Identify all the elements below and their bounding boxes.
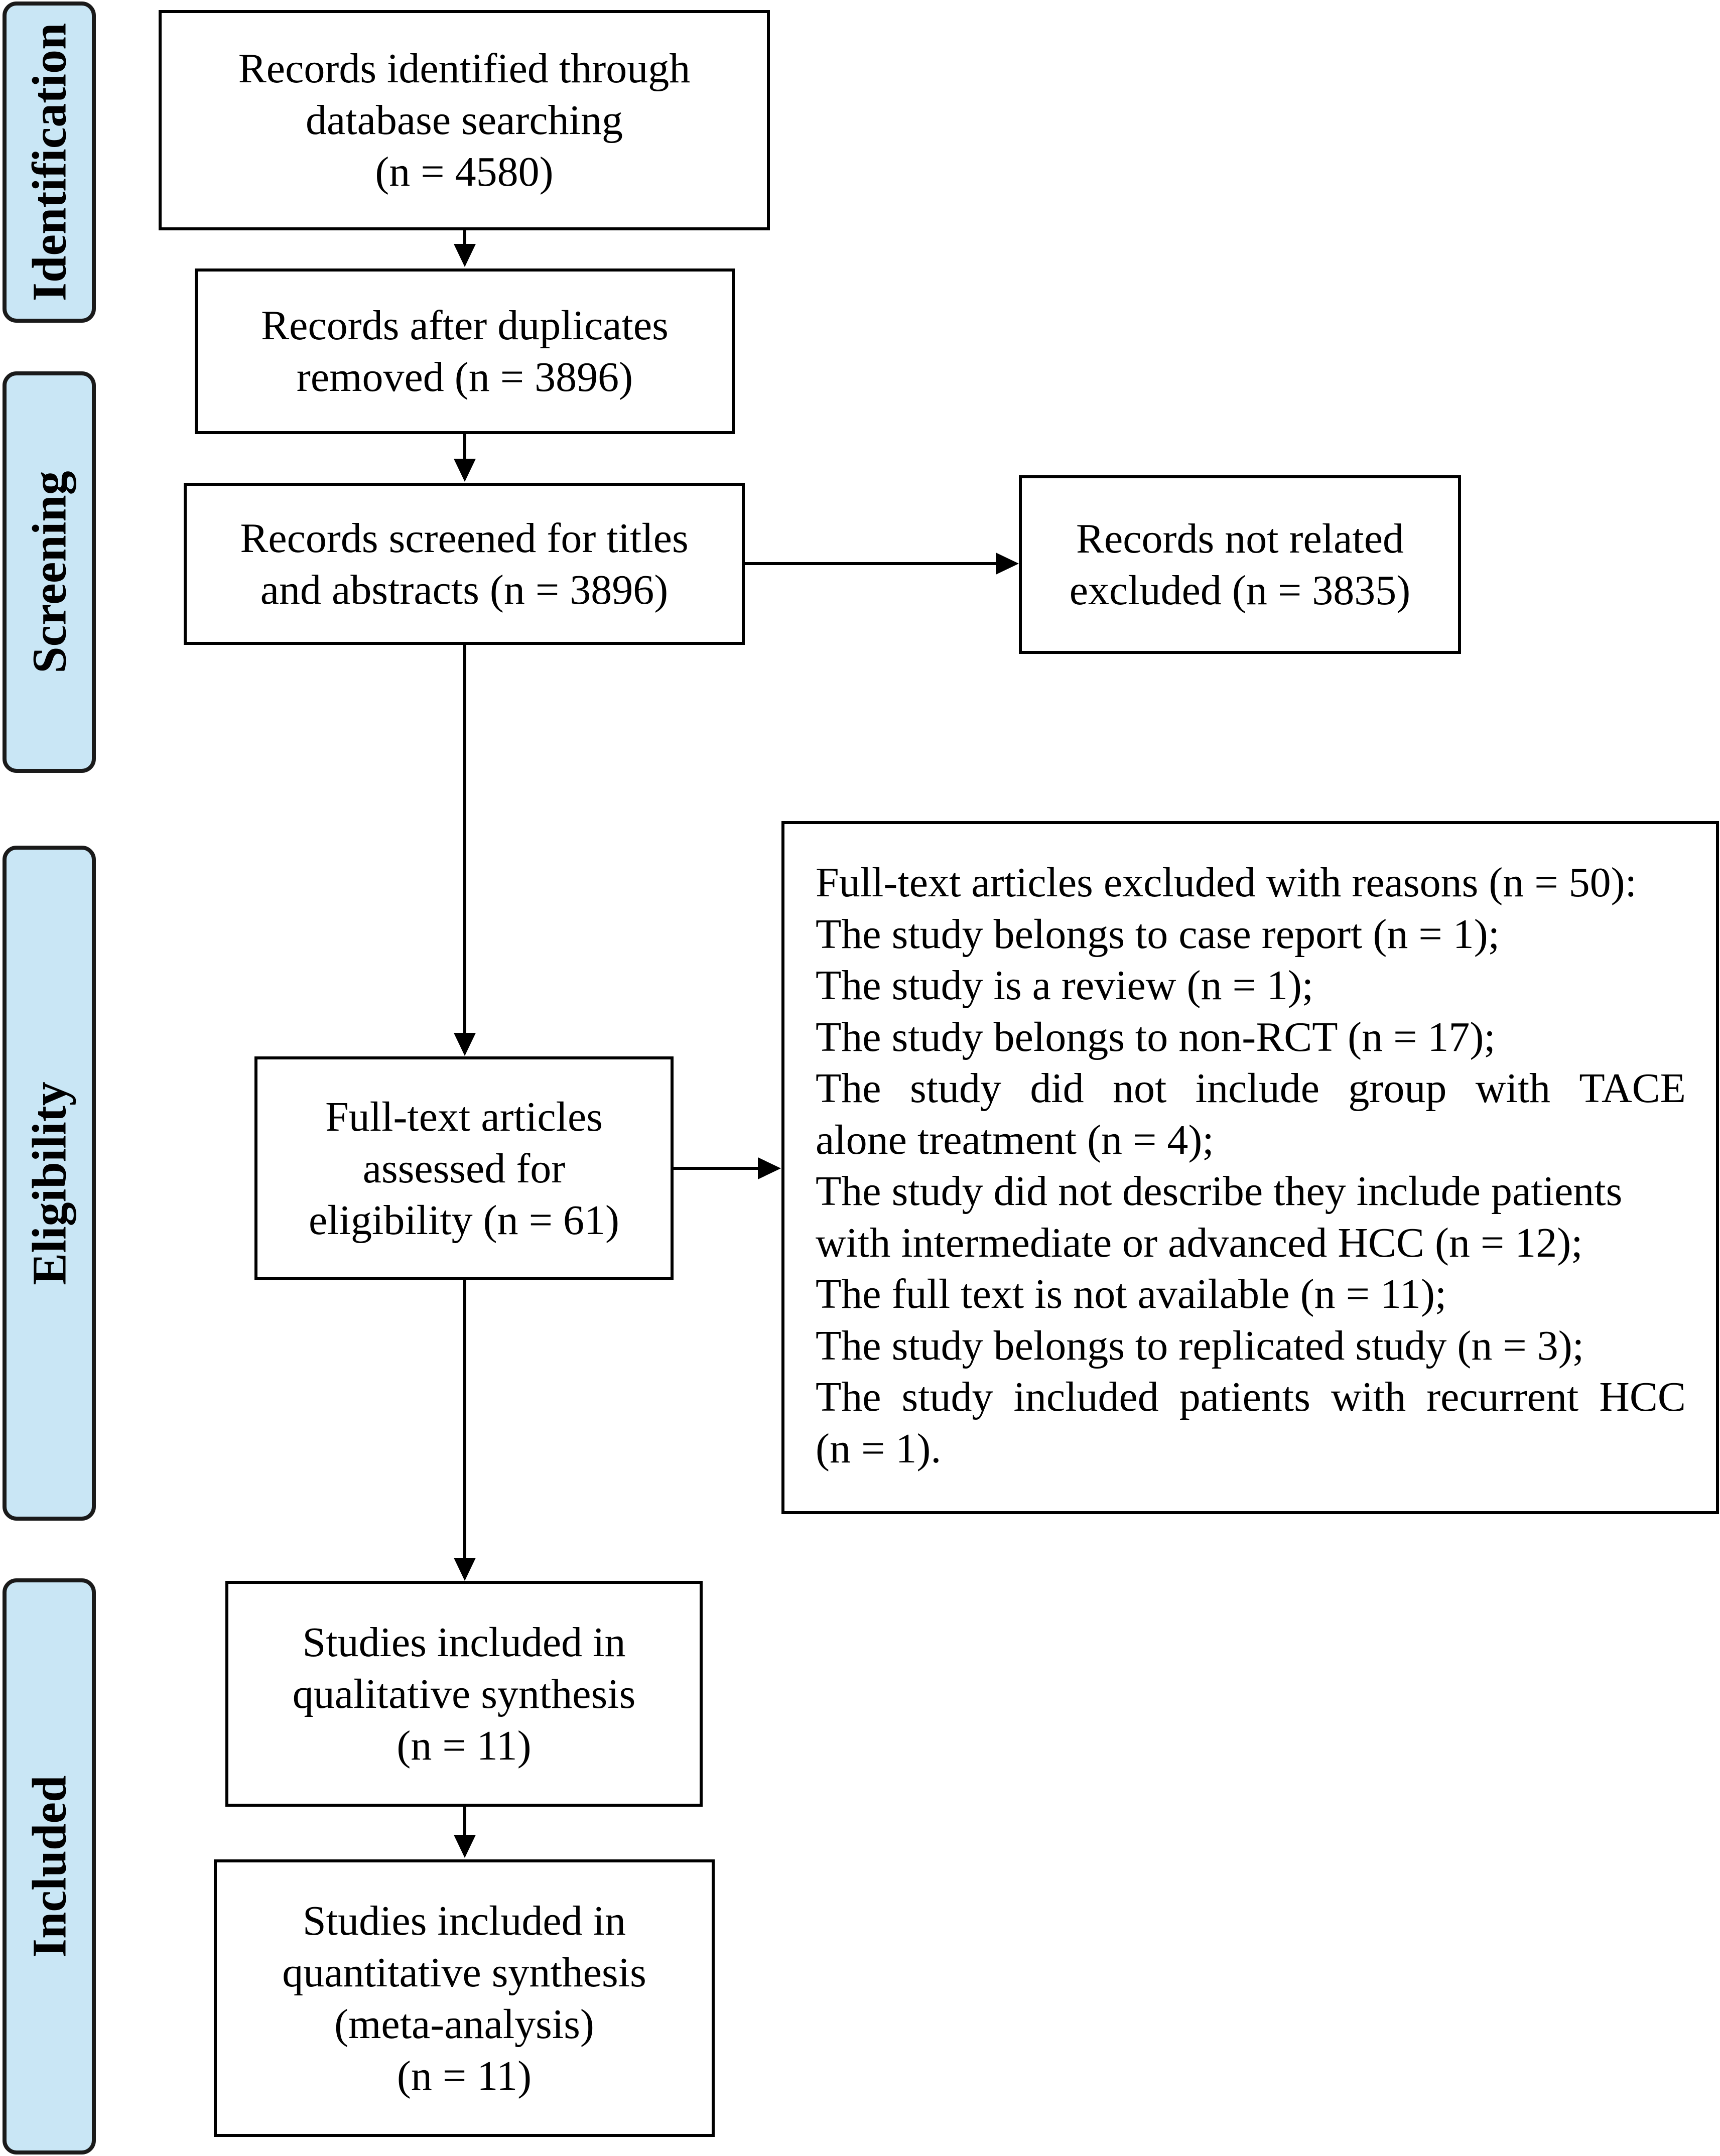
reason-line-justified: The study included patients with recurrent HCC (816, 1372, 1686, 1423)
box-line: Studies included in (302, 1619, 626, 1666)
phase-screening: Screening (3, 371, 96, 773)
reason-line: The study is a review (n = 1); (816, 962, 1314, 1009)
box-line: database searching (305, 97, 623, 144)
reason-word: include (1195, 1065, 1319, 1112)
reason-word: did (1030, 1065, 1084, 1112)
reason-word: with (1475, 1065, 1551, 1112)
reason-line: The study did not describe they include … (816, 1168, 1623, 1215)
reason-word: recurrent (1426, 1374, 1579, 1420)
box-line: qualitative synthesis (292, 1670, 636, 1717)
phase-included: Included (3, 1578, 96, 2154)
arrowhead (454, 1033, 476, 1056)
reason-line: with intermediate or advanced HCC (n = 1… (816, 1219, 1583, 1266)
box-qualitative-synthesis: Studies included in qualitative synthesi… (225, 1581, 703, 1807)
box-line: Studies included in (303, 1897, 626, 1944)
reason-line: (n = 1). (816, 1425, 942, 1472)
box-line: (n = 11) (396, 1722, 532, 1769)
phase-eligibility: Eligibility (3, 846, 96, 1521)
box-records-screened: Records screened for titles and abstract… (184, 483, 745, 645)
reason-line: The full text is not available (n = 11); (816, 1271, 1447, 1317)
box-line: Records identified through (238, 45, 691, 92)
reason-word: with (1331, 1374, 1406, 1420)
arrowhead (758, 1157, 781, 1179)
reason-word: included (1013, 1374, 1159, 1420)
box-line: excluded (n = 3835) (1069, 567, 1411, 614)
reason-word: study (909, 1065, 1001, 1112)
reason-line: The study belongs to case report (n = 1)… (816, 910, 1500, 958)
box-exclusion-reasons: Full-text articles excluded with reasons… (781, 821, 1719, 1514)
arrowhead (454, 459, 476, 482)
box-line: (n = 11) (396, 2052, 532, 2099)
box-line: and abstracts (n = 3896) (260, 566, 669, 613)
reason-word: patients (1179, 1374, 1310, 1420)
reason-word: The (816, 1065, 881, 1112)
arrowhead (996, 553, 1019, 575)
reason-word: The (816, 1374, 881, 1420)
reason-line: alone treatment (n = 4); (816, 1116, 1214, 1163)
box-records-after-duplicates: Records after duplicates removed (n = 38… (195, 268, 735, 434)
reason-word: not (1113, 1065, 1167, 1112)
box-line: Records not related (1076, 515, 1404, 562)
box-records-not-related: Records not related excluded (n = 3835) (1019, 475, 1461, 654)
box-line: removed (n = 3896) (296, 354, 633, 400)
box-line: Records after duplicates (261, 302, 669, 349)
box-full-text-assessed: Full-text articles assessed for eligibil… (254, 1056, 674, 1280)
arrowhead (454, 1558, 476, 1581)
reason-line: Full-text articles excluded with reasons… (816, 859, 1637, 906)
arrowhead (454, 1835, 476, 1858)
box-quantitative-synthesis: Studies included in quantitative synthes… (214, 1859, 715, 2137)
arrowhead (454, 244, 476, 267)
box-line: quantitative synthesis (282, 1949, 646, 1996)
reason-word: study (901, 1374, 993, 1420)
box-line: eligibility (n = 61) (309, 1196, 619, 1244)
reason-word: TACE (1579, 1065, 1686, 1112)
box-line: (meta-analysis) (334, 2000, 594, 2048)
reason-word: HCC (1599, 1374, 1686, 1420)
box-records-identified: Records identified through database sear… (159, 10, 770, 230)
box-line: (n = 4580) (375, 149, 554, 195)
box-line: Records screened for titles (240, 514, 689, 562)
reason-line: The study belongs to non-RCT (n = 17); (816, 1013, 1496, 1060)
reason-word: group (1348, 1065, 1447, 1112)
box-line: Full-text articles (325, 1093, 603, 1140)
reason-line: The study belongs to replicated study (n… (816, 1322, 1584, 1369)
box-line: assessed for (362, 1145, 566, 1192)
phase-identification: Identification (3, 2, 96, 323)
